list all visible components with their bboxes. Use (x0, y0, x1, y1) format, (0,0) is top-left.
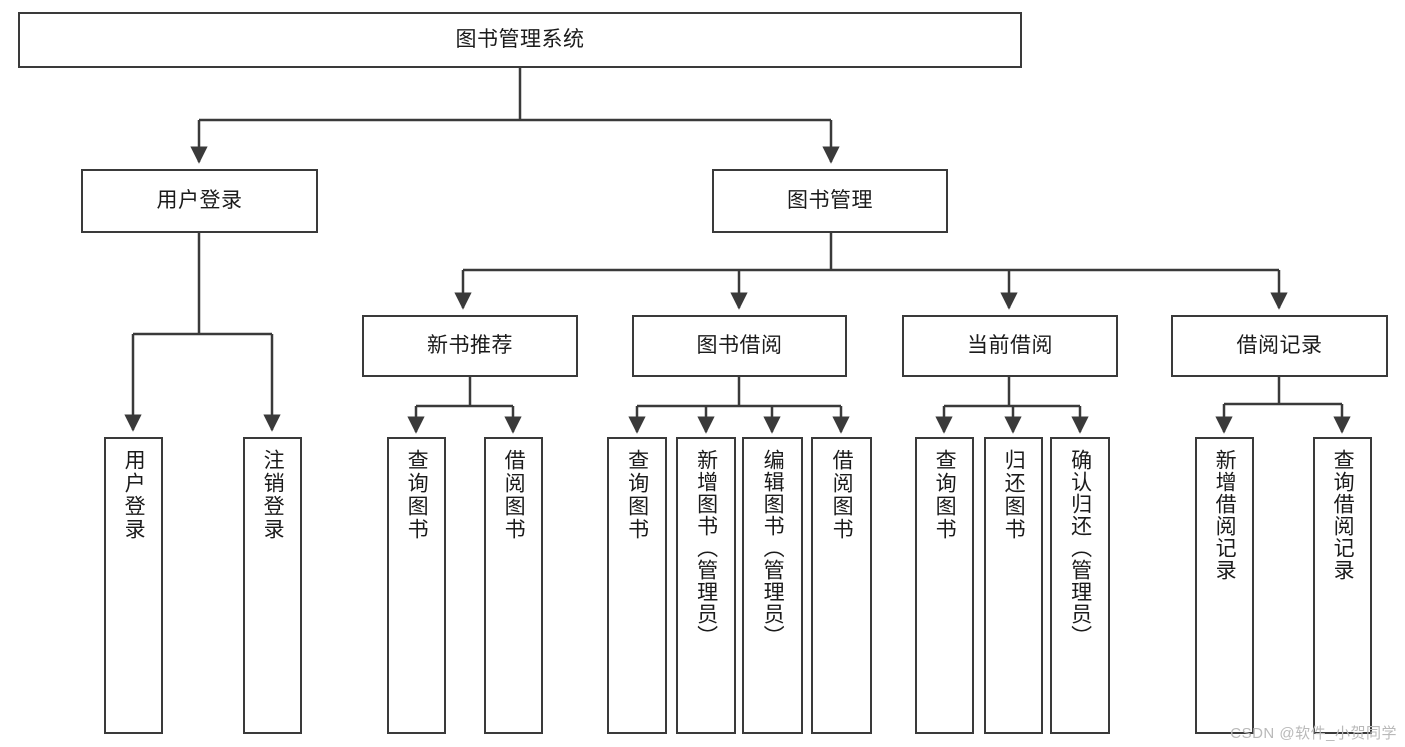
node-borrow-record-label: 借阅记录 (1236, 333, 1323, 357)
leaf-book-borrow-query-label: 查询图书 (625, 449, 649, 541)
leaf-new-book-query-label: 查询图书 (405, 449, 429, 541)
leaf-new-book-query[interactable]: 查询图书 (387, 437, 446, 734)
watermark-text: CSDN @软件_小贺同学 (1230, 725, 1397, 742)
leaf-current-borrow-return[interactable]: 归还图书 (984, 437, 1043, 734)
leaf-current-borrow-confirm[interactable]: 确认归还（管理员） (1050, 437, 1110, 734)
node-new-book-recommend-label: 新书推荐 (427, 333, 513, 357)
leaf-borrow-record-add[interactable]: 新增借阅记录 (1195, 437, 1254, 734)
node-book-borrow[interactable]: 图书借阅 (632, 315, 847, 377)
leaf-current-borrow-return-label: 归还图书 (1002, 449, 1026, 541)
node-book-management-label: 图书管理 (787, 188, 873, 212)
node-root-label: 图书管理系统 (455, 27, 585, 51)
leaf-book-borrow-add[interactable]: 新增图书（管理员） (676, 437, 736, 734)
leaf-current-borrow-query-label: 查询图书 (933, 449, 957, 541)
leaf-book-borrow-edit[interactable]: 编辑图书（管理员） (742, 437, 803, 734)
leaf-borrow-record-add-label: 新增借阅记录 (1213, 449, 1237, 581)
leaf-book-borrow-query[interactable]: 查询图书 (607, 437, 667, 734)
leaf-borrow-record-query-label: 查询借阅记录 (1331, 449, 1355, 581)
leaf-borrow-record-query[interactable]: 查询借阅记录 (1313, 437, 1372, 734)
leaf-current-borrow-confirm-label: 确认归还（管理员） (1068, 449, 1092, 647)
leaf-book-borrow-lend[interactable]: 借阅图书 (811, 437, 872, 734)
leaf-new-book-borrow-label: 借阅图书 (502, 449, 526, 541)
leaf-book-borrow-edit-label: 编辑图书（管理员） (761, 449, 785, 647)
node-book-borrow-label: 图书借阅 (696, 333, 783, 357)
leaf-new-book-borrow[interactable]: 借阅图书 (484, 437, 543, 734)
node-current-borrow[interactable]: 当前借阅 (902, 315, 1118, 377)
node-borrow-record[interactable]: 借阅记录 (1171, 315, 1388, 377)
leaf-book-borrow-lend-label: 借阅图书 (830, 449, 854, 541)
node-user-login[interactable]: 用户登录 (81, 169, 318, 233)
node-current-borrow-label: 当前借阅 (967, 333, 1053, 357)
leaf-user-login-signin[interactable]: 用户登录 (104, 437, 163, 734)
node-user-login-label: 用户登录 (156, 188, 243, 212)
leaf-user-login-signin-label: 用户登录 (122, 449, 146, 541)
leaf-current-borrow-query[interactable]: 查询图书 (915, 437, 974, 734)
node-new-book-recommend[interactable]: 新书推荐 (362, 315, 578, 377)
node-book-management[interactable]: 图书管理 (712, 169, 948, 233)
leaf-book-borrow-add-label: 新增图书（管理员） (694, 449, 718, 647)
node-root[interactable]: 图书管理系统 (18, 12, 1022, 68)
leaf-user-login-signout[interactable]: 注销登录 (243, 437, 302, 734)
leaf-user-login-signout-label: 注销登录 (261, 449, 285, 541)
